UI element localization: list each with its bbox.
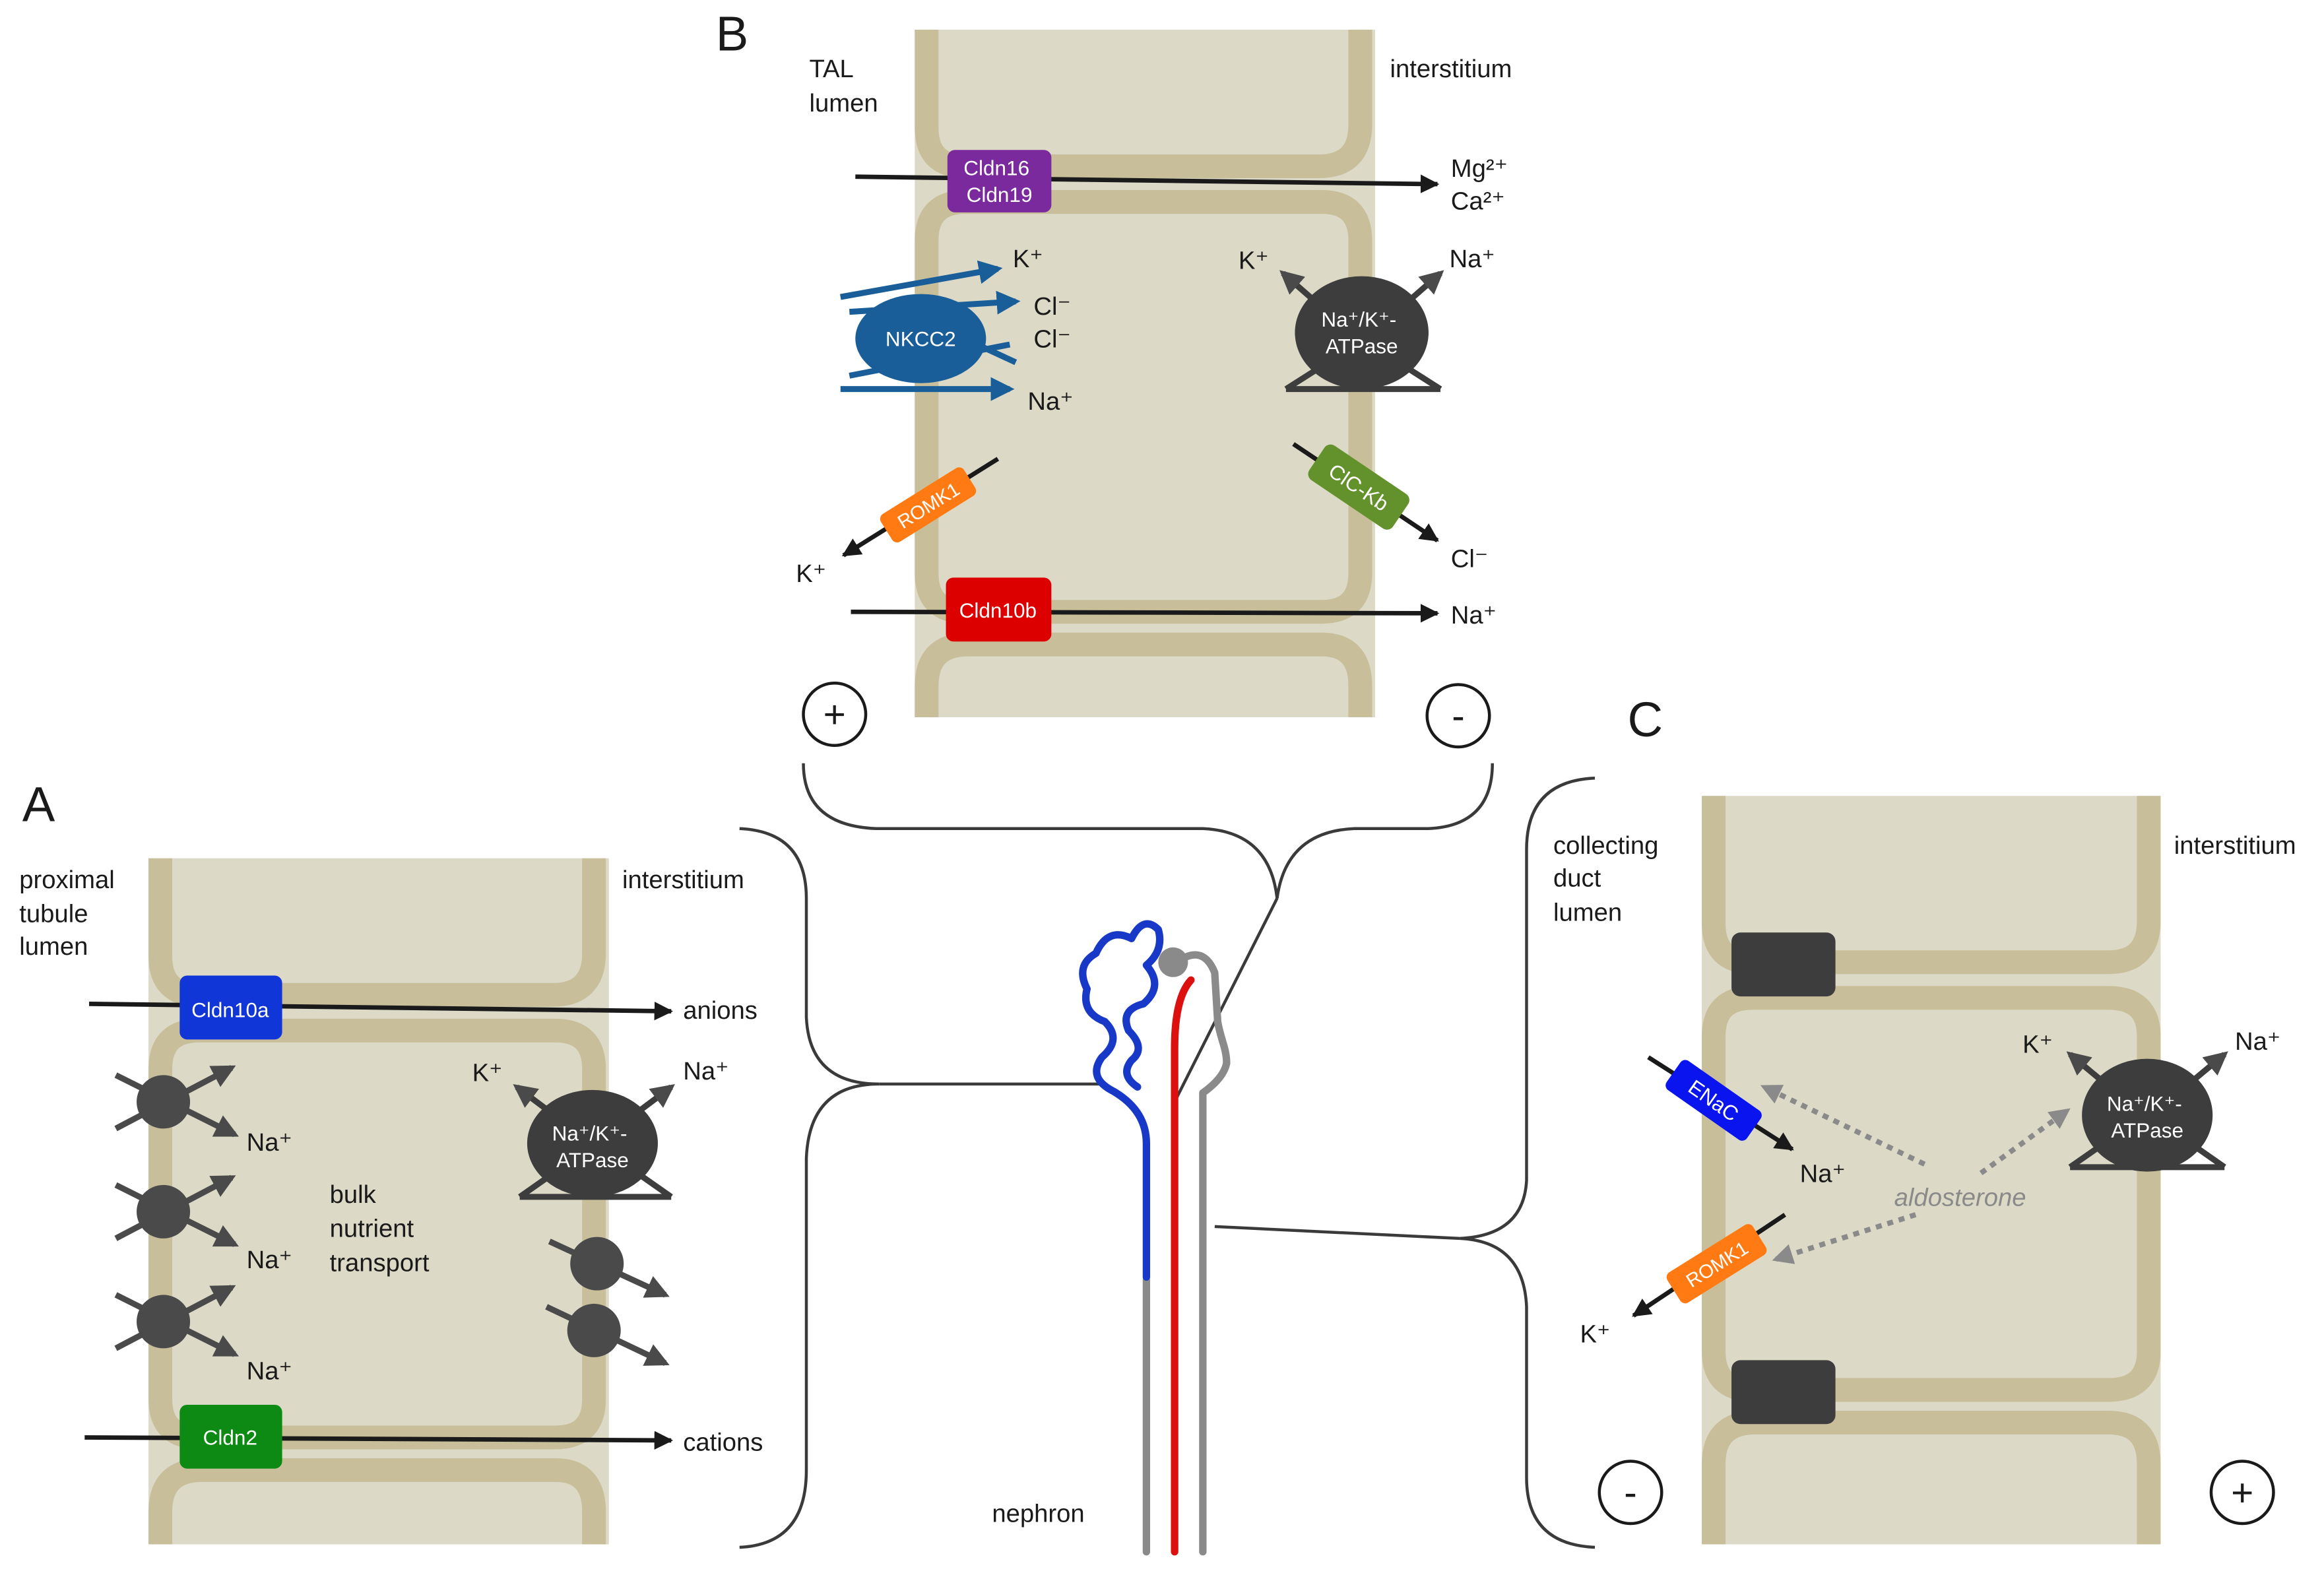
panel-c-pump-k: K⁺ [2022,1031,2053,1059]
panel-b-nkcc2-label: NKCC2 [886,327,956,350]
panel-b: B TAL lumen interstitium Cldn16 Cldn19 M… [716,7,1512,749]
panel-a-na-3: Na⁺ [247,1357,292,1386]
panel-b-brace [802,763,1494,899]
panel-b-pump-label: Na⁺/K⁺- ATPase [1321,307,1402,358]
panel-b-upper-cell-wall [915,30,1372,179]
panel-b-letter: B [716,7,749,61]
svg-text:-: - [1452,695,1464,738]
panel-a-pump-label: Na⁺/K⁺- ATPase [552,1121,633,1172]
nephron-proximal-tubule [1079,920,1164,1281]
panel-c-upper-cell-wall [1702,796,2161,975]
panel-c: C collecting duct lumen interstitium ENa… [1553,692,2296,1545]
panel-a: A proximal tubule lumen interstitium Cld… [19,777,763,1545]
panel-c-aldosterone-label: aldosterone [1894,1183,2026,1211]
panel-c-aldo-arrow-romk [1772,1212,1917,1264]
panel-a-na-1: Na⁺ [247,1128,292,1157]
panel-b-paracellular-na-arrow [851,604,1440,623]
panel-b-clc-cl: Cl⁻ [1451,545,1488,573]
svg-text:-: - [1624,1471,1636,1514]
panel-b-cldn10b-label: Cldn10b [959,598,1037,622]
panel-c-brace [1460,776,1596,1549]
panel-a-brace [739,827,880,1549]
panel-b-romk-k: K⁺ [796,560,826,588]
panel-b-cldn16-19-box [947,150,1052,212]
panel-a-cldn2-label: Cldn2 [203,1426,257,1450]
panel-a-upper-cell-wall [148,858,606,1007]
panel-b-cldn10b-box [946,577,1052,642]
panel-a-cations-label: cations [683,1429,763,1457]
panel-a-anions-label: anions [683,996,758,1025]
panel-c-aldo-arrow-pump [1979,1108,2071,1176]
panel-b-lumen-label: TAL lumen [810,55,878,117]
panel-b-nkcc2-k: K⁺ [1013,245,1043,273]
panel-a-apical-cotransporter-2 [114,1175,240,1247]
panel-b-pump-na: Na⁺ [1449,245,1495,273]
panel-b-cldn10b-na: Na⁺ [1451,601,1497,629]
panel-a-cations-arrow [84,1431,674,1450]
panel-c-tight-junction-top [1731,932,1836,997]
panel-b-plus-circle: + [802,681,868,747]
panel-a-cldn10a-label: Cldn10a [191,998,269,1022]
panel-c-middle-cell-wall [1702,986,2161,1402]
panel-b-nkcc2-cl2: Cl⁻ [1033,325,1070,354]
svg-text:+: + [823,693,846,736]
panel-c-lower-cell-wall [1702,1410,2161,1545]
panel-c-enac-na: Na⁺ [1800,1159,1846,1188]
panel-a-bulk-label: bulk nutrient transport [330,1180,430,1277]
panel-c-plus-circle: + [2209,1460,2275,1526]
panel-a-lower-cell-wall [148,1458,606,1545]
panel-c-lumen-label: collecting duct lumen [1553,831,1665,926]
panel-c-letter: C [1628,692,1663,747]
panel-a-cldn2-box [179,1404,282,1469]
panel-a-apical-cotransporter-1 [114,1065,240,1138]
svg-text:+: + [2231,1471,2253,1514]
panel-c-aldo-arrow-enac [1760,1084,1926,1167]
panel-c-pump-na: Na⁺ [2235,1027,2280,1056]
panel-b-na-k-atpase: Na⁺/K⁺- ATPase [1279,270,1444,393]
panel-b-cldn16-19-label: Cldn16 Cldn19 [963,156,1035,207]
pointer-c [1214,1225,1460,1240]
panel-a-na-k-atpase: Na⁺/K⁺- ATPase [513,1084,675,1200]
panel-a-letter: A [22,777,55,832]
panel-b-interstitium-label: interstitium [1390,55,1512,83]
panel-c-tight-junction-bottom [1731,1360,1836,1425]
nephron-label: nephron [992,1500,1084,1528]
panel-c-romk-k: K⁺ [1580,1320,1611,1348]
panel-c-interstitium-label: interstitium [2174,831,2296,860]
nephron-glomerulus [1158,947,1188,977]
nephron-collecting-duct [1169,951,1231,1556]
panel-a-pump-k: K⁺ [472,1058,503,1087]
panel-c-pump-label: Na⁺/K⁺- ATPase [2107,1091,2188,1142]
panel-b-minus-circle: - [1425,683,1491,749]
connector-braces [739,763,1596,1549]
panel-b-nkcc2: NKCC2 [839,260,1021,401]
nephron-drawing [1079,920,1231,1556]
panel-b-pump-k: K⁺ [1239,246,1269,274]
panel-b-nkcc2-na: Na⁺ [1027,387,1073,416]
panel-a-pump-na: Na⁺ [683,1057,728,1085]
panel-a-interstitium-label: interstitium [622,866,744,894]
panel-a-middle-cell-wall [148,1018,606,1450]
panel-a-basolateral-transporter-1 [548,1237,670,1298]
pointer-b [1175,897,1279,1100]
panel-b-ca-label: Ca²⁺ [1451,187,1505,215]
nephron-ascending-limb [1171,976,1195,1556]
panel-a-na-2: Na⁺ [247,1246,292,1274]
panel-a-lumen-label: proximal tubule lumen [19,866,121,961]
panel-c-na-k-atpase: Na⁺/K⁺- ATPase [2066,1051,2228,1172]
panel-b-nkcc2-cl1: Cl⁻ [1033,292,1070,321]
panel-b-mg-label: Mg²⁺ [1451,154,1508,183]
panel-a-apical-cotransporter-3 [114,1285,240,1357]
panel-b-lower-cell-wall [915,632,1372,717]
panel-a-cldn10a-box [179,975,282,1040]
panel-c-minus-circle: - [1598,1460,1663,1526]
panel-a-basolateral-transporter-2 [545,1303,670,1366]
